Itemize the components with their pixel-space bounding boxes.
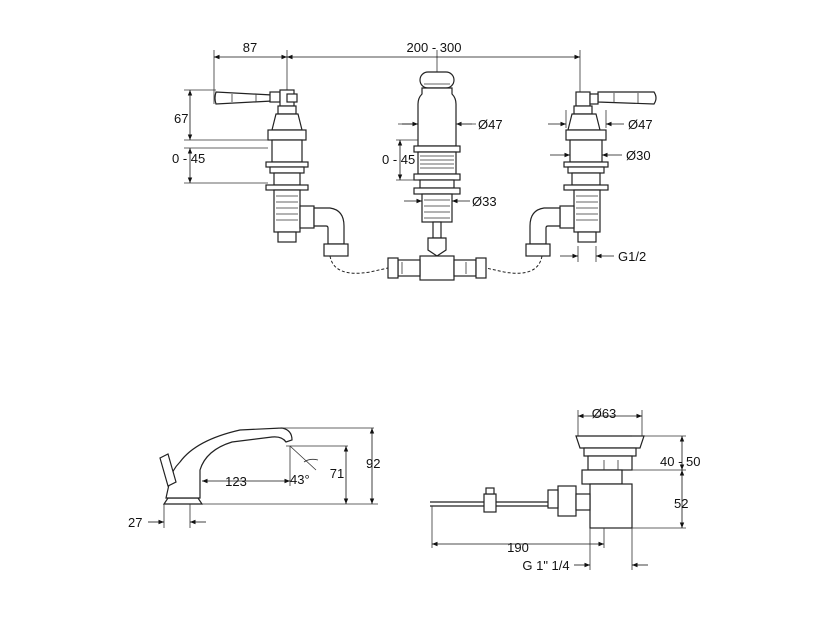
label-angle: 43° (290, 472, 310, 487)
label-right-shank: Ø30 (626, 148, 651, 163)
basin-set-drawing (184, 50, 657, 281)
label-spacing: 200 - 300 (407, 40, 462, 55)
center-spout (387, 71, 487, 281)
right-valve (525, 91, 657, 257)
label-body-height: 52 (674, 496, 688, 511)
label-height-inner: 71 (330, 466, 344, 481)
label-spout-diameter: Ø47 (478, 117, 503, 132)
left-valve (214, 89, 349, 257)
label-thread: G1/2 (618, 249, 646, 264)
label-handle-width: 87 (243, 40, 257, 55)
label-right-diameter: Ø47 (628, 117, 653, 132)
label-center-shank: Ø33 (472, 194, 497, 209)
label-adjust: 40 - 50 (660, 454, 700, 469)
label-waste-thread: G 1" 1/4 (522, 558, 569, 573)
left-hose (329, 255, 389, 274)
label-left-height: 67 (174, 111, 188, 126)
label-height-total: 92 (366, 456, 380, 471)
waste-detail-drawing (430, 410, 686, 570)
label-base: 27 (128, 515, 142, 530)
label-head-diameter: Ø63 (592, 406, 617, 421)
label-left-adjust: 0 - 45 (172, 151, 205, 166)
label-rod-length: 190 (507, 540, 529, 555)
right-hose (485, 255, 543, 274)
label-reach: 123 (225, 474, 247, 489)
spout-detail-drawing (148, 427, 378, 528)
label-center-adjust: 0 - 45 (382, 152, 415, 167)
